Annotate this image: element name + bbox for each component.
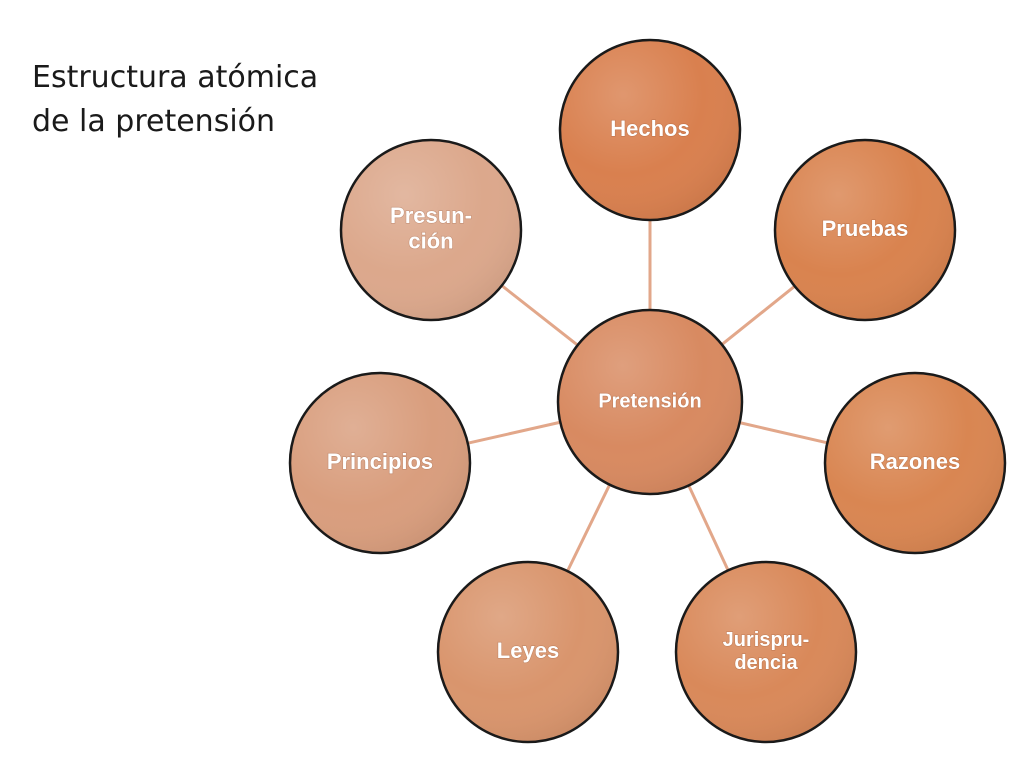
slide-title-line-2: de la pretensión (32, 104, 276, 139)
node-principios-label: Principios (327, 449, 433, 474)
center-node-label: Pretensión (598, 390, 701, 412)
node-jurisprudencia-label-line-1: Jurispru- (723, 629, 810, 651)
connector-leyes (566, 484, 612, 572)
node-principios-highlight (291, 374, 469, 552)
node-presuncion-label-line-1: Presun- (390, 203, 472, 228)
node-pruebas-highlight (776, 141, 954, 319)
connector-principios (467, 420, 561, 445)
node-razones-label: Razones (870, 449, 960, 474)
slide-title-line-1: Estructura atómica (32, 60, 319, 95)
node-presuncion-highlight (342, 141, 520, 319)
node-leyes-highlight (439, 563, 617, 741)
node-leyes-label: Leyes (497, 638, 559, 663)
node-jurisprudencia-highlight (677, 563, 855, 741)
connectors (467, 220, 828, 572)
connector-jurisprudencia (687, 484, 730, 571)
node-razones-highlight (826, 374, 1004, 552)
node-hechos-highlight (561, 41, 739, 219)
center-node-circle-highlight (559, 311, 741, 493)
connector-pruebas (720, 285, 796, 346)
node-pruebas-label: Pruebas (822, 216, 909, 241)
connector-presuncion (500, 284, 579, 347)
connector-razones (739, 421, 828, 445)
node-jurisprudencia-label-line-2: dencia (734, 652, 798, 674)
node-presuncion-label-line-2: ción (408, 228, 453, 253)
node-hechos-label: Hechos (610, 116, 689, 141)
slide-title: Estructura atómica de la pretensión (32, 56, 318, 144)
center-node: Pretensión (556, 308, 744, 496)
